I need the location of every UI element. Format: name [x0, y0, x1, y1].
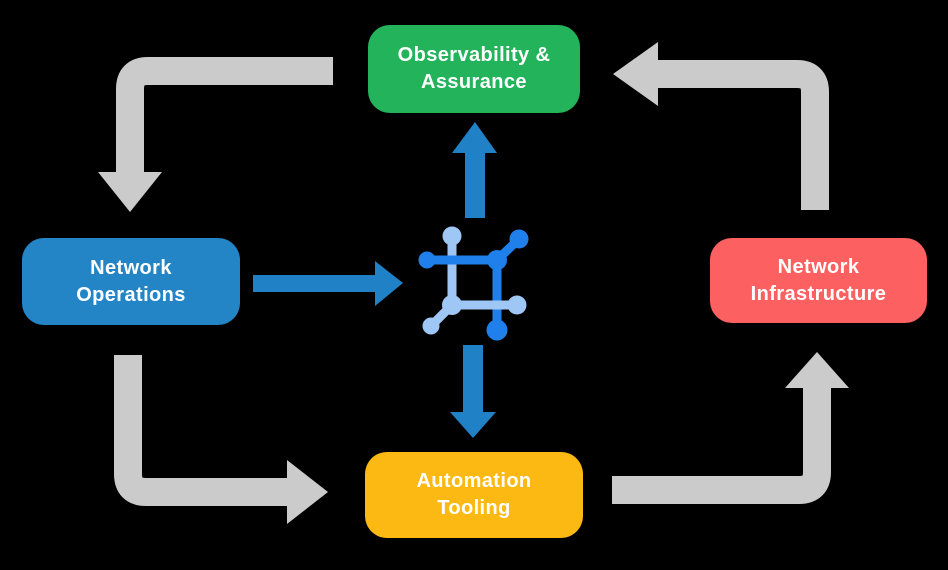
- arrow-infrastructure-to-observability: [613, 42, 829, 210]
- node-network-infrastructure: Network Infrastructure: [710, 238, 927, 323]
- node-label-line: Automation: [416, 470, 532, 492]
- node-label-line: Network: [90, 256, 172, 279]
- node-label-line: Assurance: [421, 71, 527, 93]
- arrow-center-to-automation: [450, 345, 496, 438]
- node-label-line: Operations: [76, 283, 186, 306]
- arrow-automation-to-infrastructure: [612, 352, 849, 504]
- arrow-operations-to-automation: [114, 355, 328, 524]
- arrow-operations-to-center: [253, 261, 403, 306]
- node-network-operations: Network Operations: [22, 238, 240, 325]
- arrow-observability-to-operations: [98, 57, 333, 212]
- node-label-line: Infrastructure: [750, 282, 887, 305]
- network-automation-icon: [418, 226, 529, 341]
- arrow-center-to-observability: [452, 122, 497, 218]
- node-label-line: Tooling: [437, 497, 511, 519]
- node-label-line: Observability &: [397, 44, 551, 66]
- node-label-line: Network: [777, 255, 860, 278]
- node-automation-tooling: Automation Tooling: [365, 452, 583, 538]
- node-observability-assurance: Observability & Assurance: [368, 25, 580, 113]
